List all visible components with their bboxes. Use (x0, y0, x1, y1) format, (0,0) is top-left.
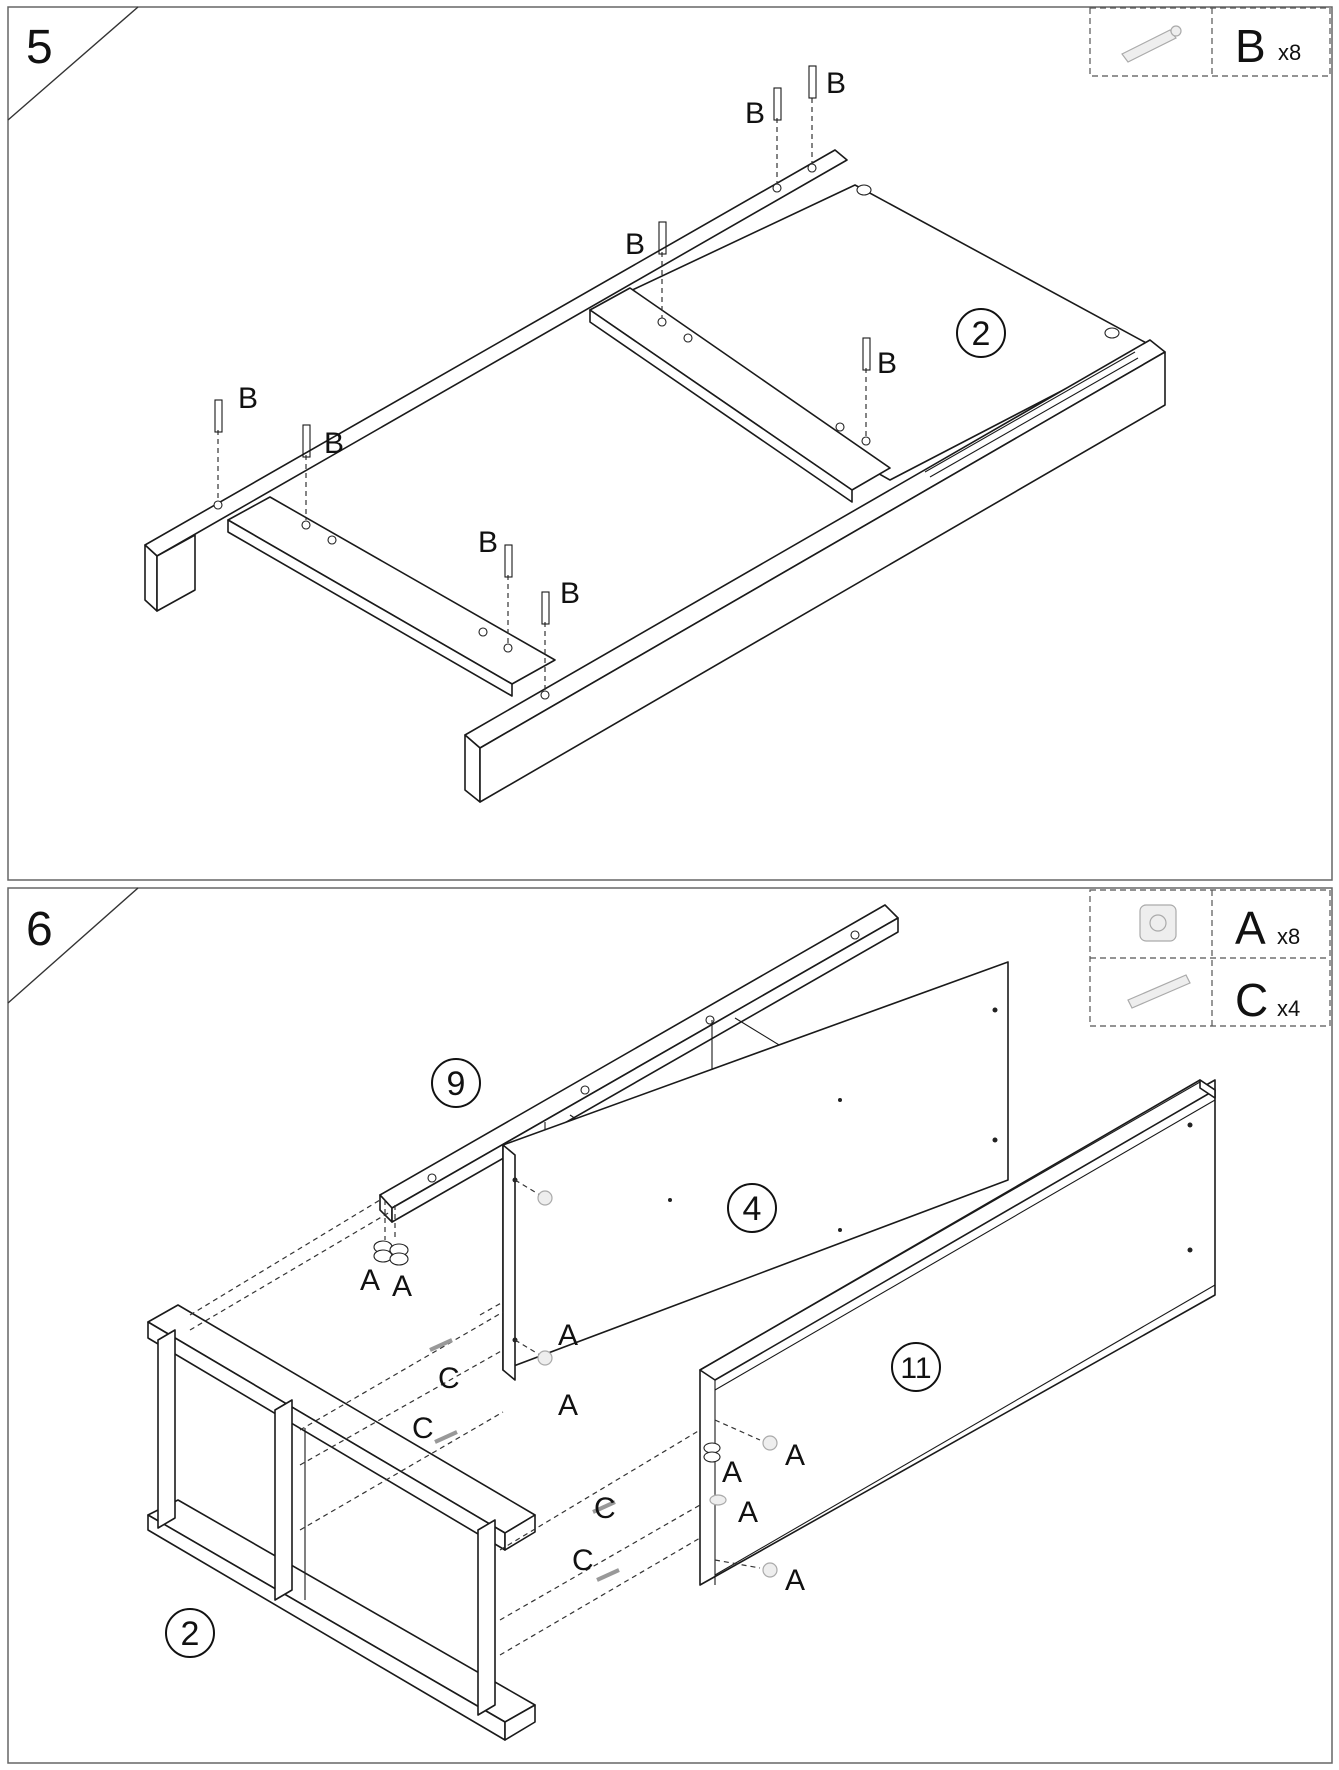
cam-lock-2 (389, 1243, 409, 1266)
bolt-label-8: B (826, 67, 846, 100)
dowel-1 (429, 1338, 453, 1352)
step-5-corner-line (7, 6, 139, 121)
part-11-label: 11 (900, 1352, 931, 1385)
part-11-circle (891, 1342, 941, 1392)
hardware-a-qty: x8 (1277, 924, 1300, 949)
bolt-b-8 (808, 65, 817, 164)
cam-lock-8 (762, 1562, 778, 1578)
hardware-a-letter: A (1235, 902, 1266, 954)
step-6-frame (7, 887, 1333, 1764)
bolt-icon (1121, 25, 1182, 63)
part-4-label: 4 (743, 1190, 762, 1228)
cam-label-2: A (392, 1270, 412, 1303)
cam-lock-3 (537, 1190, 553, 1206)
cam-lock-4 (537, 1350, 553, 1366)
hardware-c-letter: C (1235, 974, 1268, 1026)
bolt-b-6 (862, 337, 871, 437)
part-2-circle (956, 308, 1006, 358)
cam-label-4: A (558, 1389, 578, 1422)
hardware-b-qty: x8 (1278, 40, 1301, 65)
cam-label-6: A (785, 1439, 805, 1472)
bolt-b-7 (773, 87, 782, 184)
part-2b-circle (165, 1608, 215, 1658)
bolt-b-3 (504, 544, 513, 643)
bolt-b-4 (541, 591, 550, 690)
part-9-label: 9 (447, 1065, 466, 1103)
part-9-circle (431, 1058, 481, 1108)
bolt-label-5: B (625, 228, 645, 261)
part-2b-label: 2 (181, 1615, 200, 1653)
cam-lock-7 (709, 1494, 727, 1506)
hardware-box-ac: A x8 C x4 (1089, 889, 1331, 1027)
dowel-label-4: C (572, 1544, 594, 1577)
bolt-label-2: B (324, 427, 344, 460)
dowel-icon (1127, 974, 1191, 1009)
step-5-frame (7, 6, 1333, 881)
cam-label-5: A (722, 1456, 742, 1489)
step-5-number: 5 (26, 21, 53, 74)
cam-label-7: A (738, 1496, 758, 1529)
bolt-label-1: B (238, 382, 258, 415)
step-6-assembly (147, 904, 1216, 1741)
dowel-label-3: C (594, 1492, 616, 1525)
dowel-label-1: C (438, 1362, 460, 1395)
cam-lock-5 (762, 1435, 778, 1451)
cam-label-3: A (558, 1319, 578, 1352)
bolt-b-5 (658, 221, 667, 318)
cam-lock-1 (373, 1240, 393, 1263)
step-6-corner-line (7, 887, 139, 1004)
bolt-label-4: B (560, 577, 580, 610)
cam-label-8: A (785, 1564, 805, 1597)
bolt-b-2 (302, 424, 311, 520)
dowel-4 (596, 1568, 620, 1582)
dowel-3 (592, 1500, 616, 1514)
bolt-label-3: B (478, 526, 498, 559)
cam-label-1: A (360, 1264, 380, 1297)
hardware-b-letter: B (1235, 20, 1266, 72)
hardware-box-b: B x8 (1089, 7, 1331, 77)
part-4-circle (727, 1183, 777, 1233)
part-2-label: 2 (972, 315, 991, 353)
step-5-assembly (144, 149, 1166, 803)
bolt-label-6: B (877, 347, 897, 380)
bolt-label-7: B (745, 97, 765, 130)
dowel-label-2: C (412, 1412, 434, 1445)
hardware-c-qty: x4 (1277, 996, 1300, 1021)
cam-lock-icon (1139, 904, 1177, 942)
dowel-2 (434, 1430, 458, 1444)
step-6-number: 6 (26, 903, 53, 956)
bolt-b-1 (214, 399, 223, 500)
